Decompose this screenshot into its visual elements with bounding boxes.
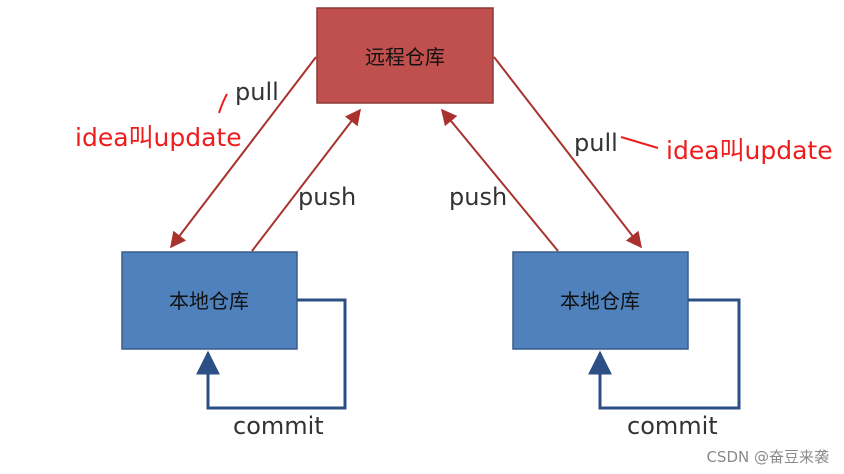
- remote-repository-box: [316, 7, 494, 104]
- left-commit-label: commit: [233, 412, 324, 440]
- csdn-watermark: CSDN @奋豆来袭: [706, 448, 829, 466]
- left-local-repository-label: 本地仓库: [169, 289, 249, 313]
- right-pull-arrow: [493, 56, 642, 249]
- remote-repository-label: 远程仓库: [365, 45, 445, 69]
- left-commit-loop-arrow: [196, 298, 347, 410]
- right-update-annotation: idea叫update: [666, 136, 833, 165]
- left-local-repository-box: [121, 251, 298, 350]
- left-push-arrow: [251, 108, 361, 252]
- right-push-arrow: [440, 108, 559, 252]
- right-commit-label: commit: [627, 412, 718, 440]
- right-local-repository-label: 本地仓库: [560, 289, 640, 313]
- left-pull-label: pull: [235, 78, 279, 106]
- right-push-label: push: [449, 183, 507, 211]
- right-local-repository-box: [512, 251, 689, 350]
- right-annotation-stroke: [620, 136, 659, 149]
- right-pull-label: pull: [574, 129, 618, 157]
- right-commit-loop-arrow: [588, 298, 741, 410]
- left-push-label: push: [298, 183, 356, 211]
- left-pull-arrow: [170, 56, 317, 249]
- left-update-annotation: idea叫update: [75, 123, 242, 152]
- left-annotation-stroke: [218, 93, 228, 114]
